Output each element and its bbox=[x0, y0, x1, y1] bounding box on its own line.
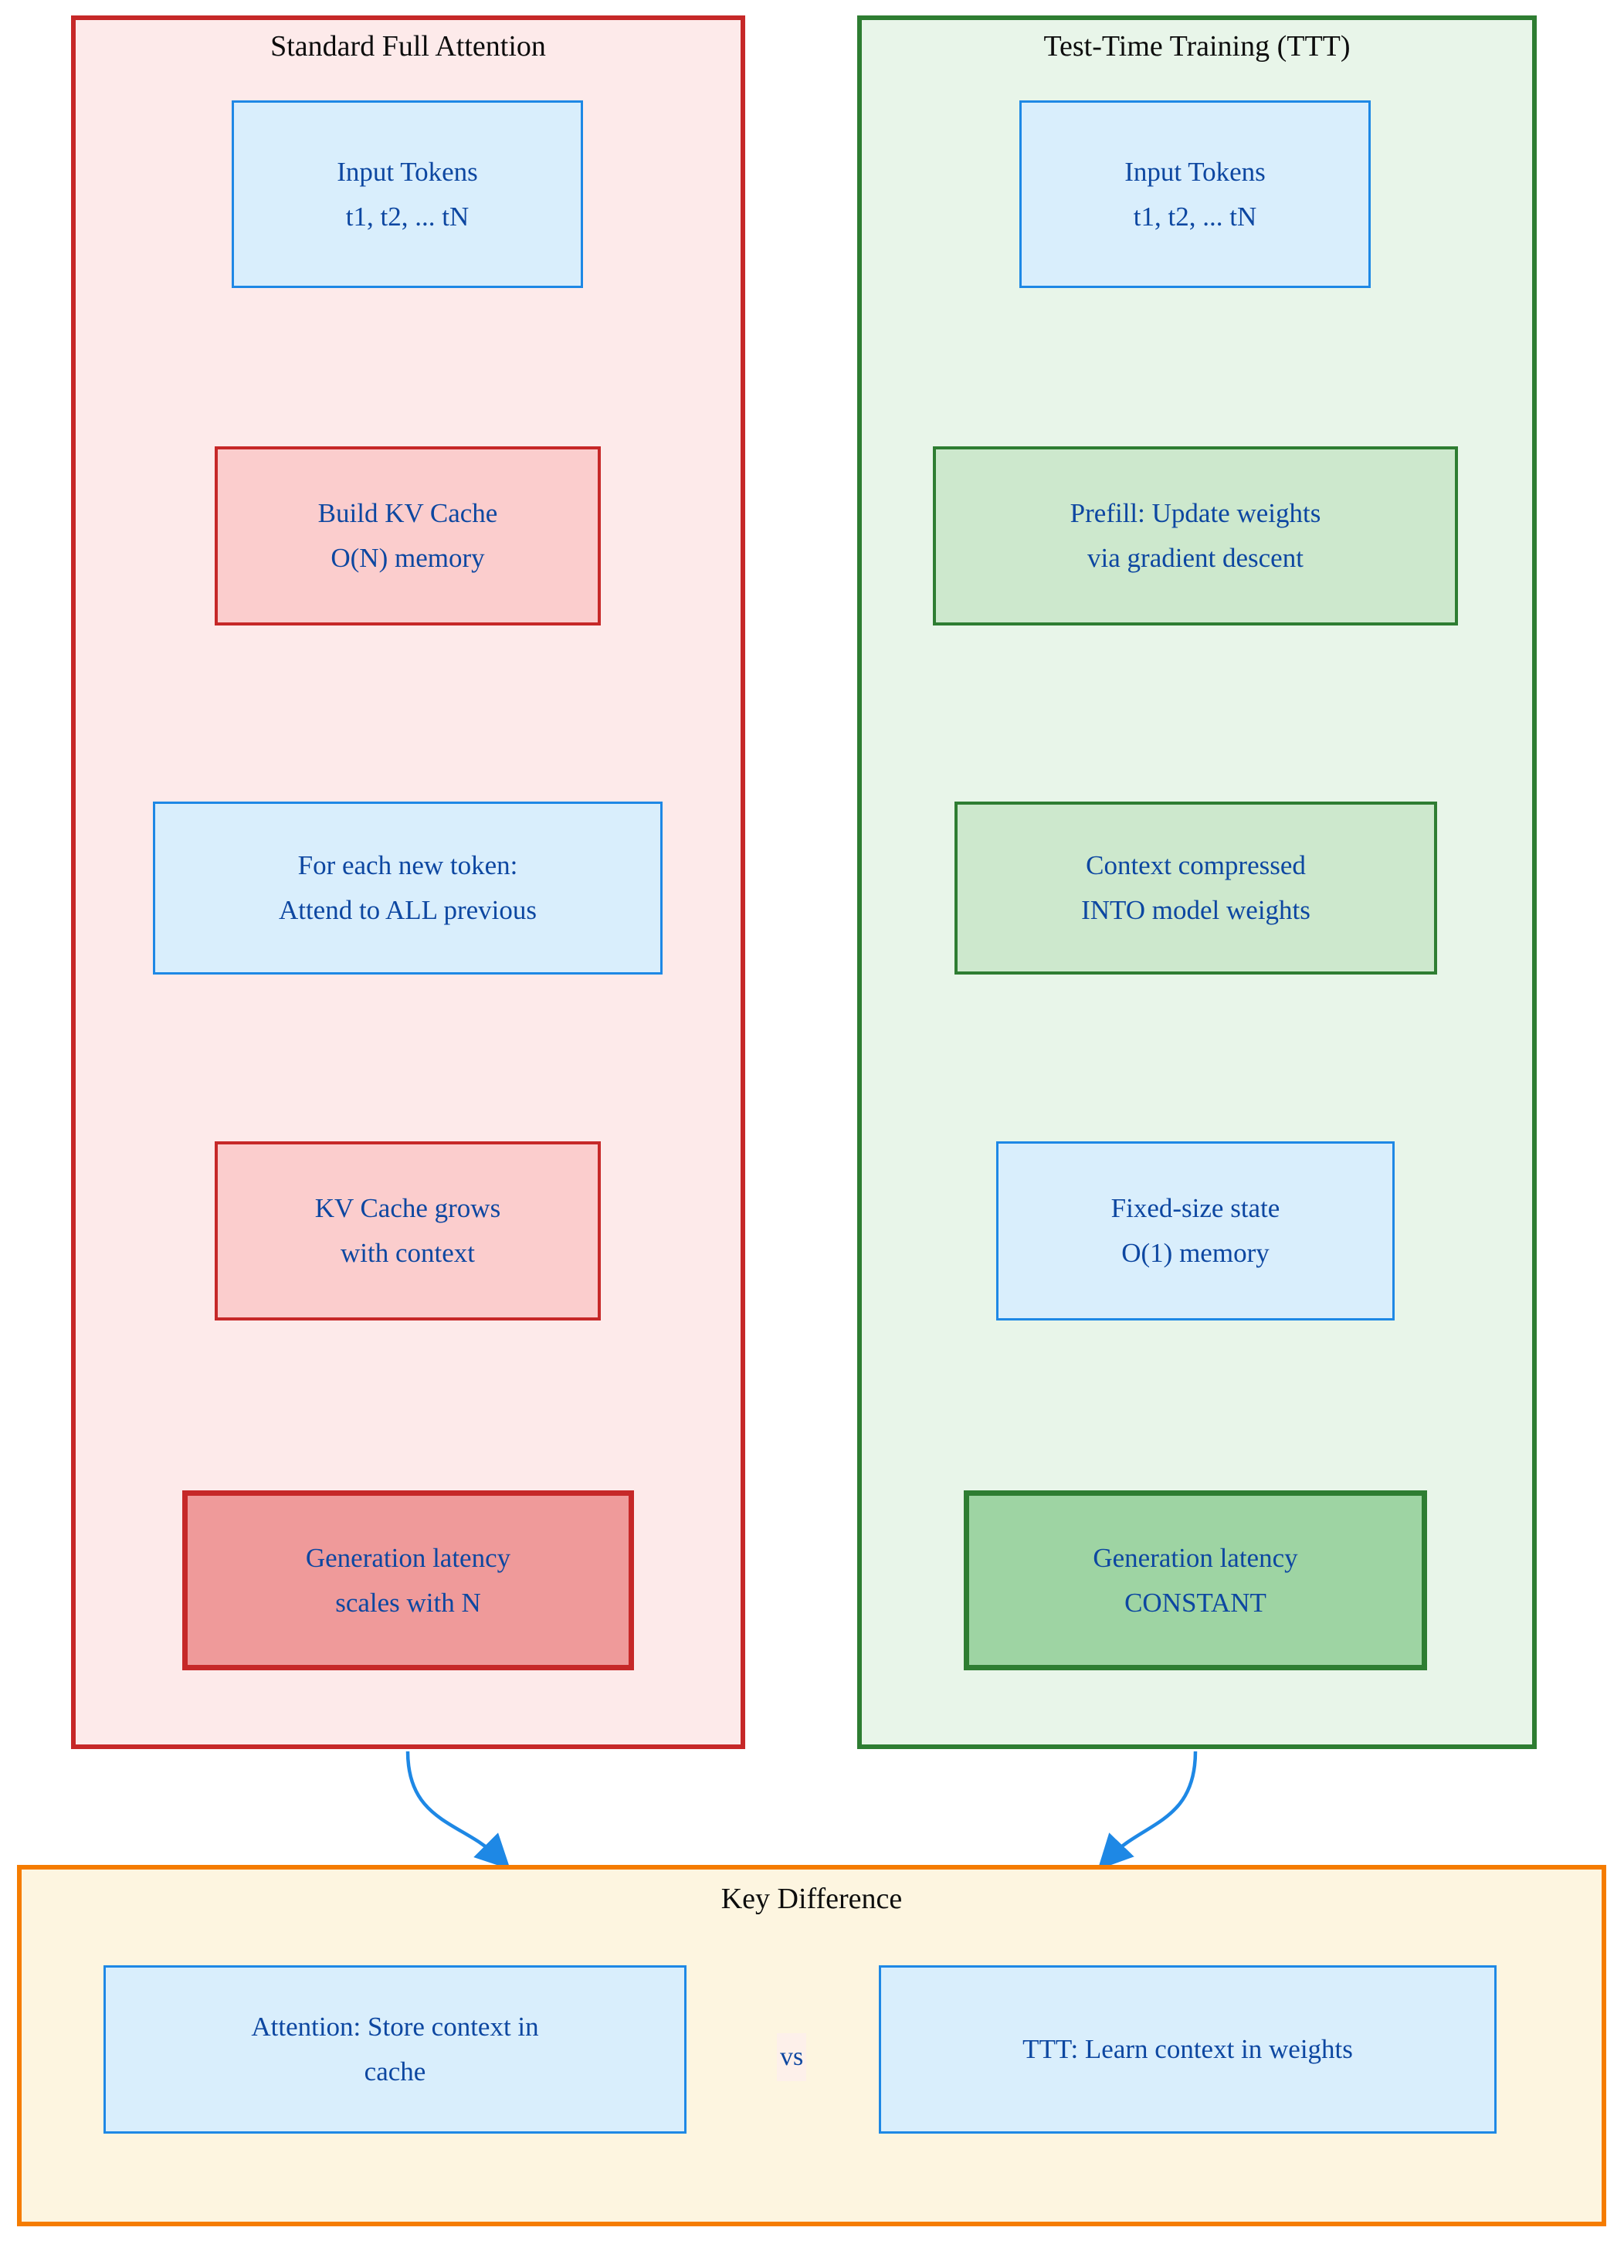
node-att-latency[interactable]: Generation latency scales with N bbox=[182, 1490, 634, 1670]
node-att-latency-line2: scales with N bbox=[335, 1587, 481, 1618]
node-ttt-state-line1: Fixed-size state bbox=[1110, 1193, 1280, 1223]
node-att-kvbuild[interactable]: Build KV Cache O(N) memory bbox=[215, 446, 601, 625]
node-keydiff-attention-line1: Attention: Store context in bbox=[251, 2012, 539, 2042]
node-keydiff-attention[interactable]: Attention: Store context in cache bbox=[103, 1965, 687, 2134]
node-att-input-line2: t1, t2, ... tN bbox=[345, 201, 470, 232]
node-ttt-prefill-line1: Prefill: Update weights bbox=[1070, 498, 1321, 528]
arrow-ttt-to-keydiff bbox=[1097, 1751, 1198, 1870]
node-att-grow-line2: with context bbox=[341, 1238, 475, 1268]
node-att-grow-line1: KV Cache grows bbox=[314, 1193, 501, 1223]
node-keydiff-attention-line2: cache bbox=[364, 2056, 426, 2087]
node-ttt-compress-line1: Context compressed bbox=[1086, 850, 1306, 880]
node-ttt-prefill-line2: via gradient descent bbox=[1087, 543, 1304, 573]
node-ttt-latency-line2: CONSTANT bbox=[1124, 1587, 1266, 1618]
node-att-input[interactable]: Input Tokens t1, t2, ... tN bbox=[232, 100, 583, 288]
node-keydiff-ttt-line1: TTT: Learn context in weights bbox=[1022, 2034, 1353, 2064]
node-att-latency-line1: Generation latency bbox=[305, 1542, 511, 1573]
node-ttt-latency-line1: Generation latency bbox=[1093, 1542, 1298, 1573]
group-title-key-difference: Key Difference bbox=[720, 1883, 903, 1915]
node-att-input-line1: Input Tokens bbox=[337, 156, 478, 187]
node-ttt-input[interactable]: Input Tokens t1, t2, ... tN bbox=[1019, 100, 1371, 288]
group-title-attention: Standard Full Attention bbox=[270, 30, 546, 63]
vs-connector-label: vs bbox=[777, 2033, 807, 2081]
node-ttt-state[interactable]: Fixed-size state O(1) memory bbox=[996, 1141, 1395, 1320]
node-att-loop-line1: For each new token: bbox=[297, 850, 518, 880]
arrow-attention-to-keydiff bbox=[405, 1751, 510, 1870]
node-ttt-compress-line2: INTO model weights bbox=[1081, 895, 1310, 925]
node-ttt-input-line1: Input Tokens bbox=[1124, 156, 1266, 187]
node-ttt-state-line2: O(1) memory bbox=[1121, 1238, 1270, 1268]
node-ttt-prefill[interactable]: Prefill: Update weights via gradient des… bbox=[933, 446, 1458, 625]
node-att-loop[interactable]: For each new token: Attend to ALL previo… bbox=[153, 802, 663, 975]
node-att-kvbuild-line1: Build KV Cache bbox=[317, 498, 498, 528]
node-ttt-input-line2: t1, t2, ... tN bbox=[1133, 201, 1257, 232]
node-ttt-compress[interactable]: Context compressed INTO model weights bbox=[954, 802, 1437, 975]
node-keydiff-ttt[interactable]: TTT: Learn context in weights bbox=[879, 1965, 1497, 2134]
node-att-grow[interactable]: KV Cache grows with context bbox=[215, 1141, 601, 1320]
node-att-kvbuild-line2: O(N) memory bbox=[331, 543, 485, 573]
node-att-loop-line2: Attend to ALL previous bbox=[278, 895, 537, 925]
node-ttt-latency[interactable]: Generation latency CONSTANT bbox=[964, 1490, 1427, 1670]
group-title-ttt: Test-Time Training (TTT) bbox=[1043, 30, 1351, 63]
